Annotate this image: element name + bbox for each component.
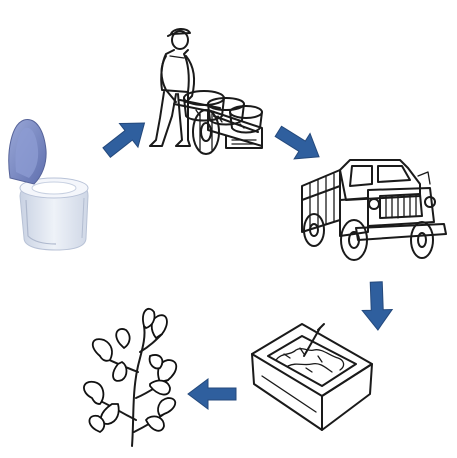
worker-with-cart-icon: [149, 28, 263, 155]
process-arrows: [102, 122, 394, 410]
arrow-transport-to-composting-icon: [361, 281, 394, 331]
truck-icon: [301, 159, 447, 261]
toilet-icon: [8, 119, 89, 251]
compost-bin-icon: [251, 323, 373, 431]
arrow-composting-to-growth-icon: [187, 378, 237, 410]
arrow-toilet-to-collection-icon: [102, 122, 146, 158]
plant-icon: [83, 307, 178, 447]
arrow-collection-to-transport-icon: [274, 125, 320, 160]
